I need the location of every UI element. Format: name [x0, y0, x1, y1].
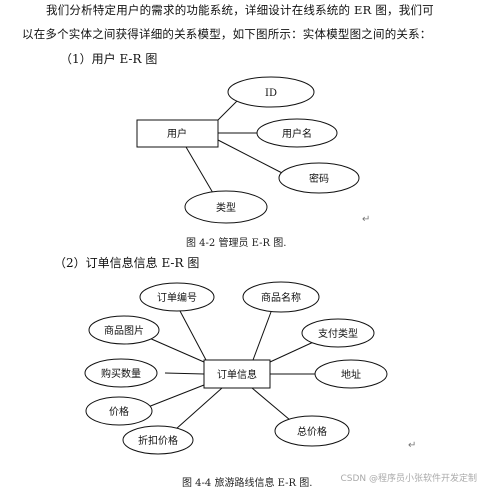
attr-product-image-label: 商品图片 [104, 324, 144, 337]
edge-user-id [217, 100, 238, 121]
attr-payment-type-label: 支付类型 [318, 327, 358, 340]
attr-total-price [274, 415, 350, 447]
edge-order-quantity [164, 372, 205, 375]
section1-heading: （1）用户 E-R 图 [60, 52, 158, 66]
attr-id-label: ID [265, 88, 277, 99]
figure-caption-1: 图 4-2 管理员 E-R 图. [186, 238, 287, 249]
attr-password-label: 密码 [309, 172, 329, 185]
edge-order-total [251, 387, 291, 421]
attr-password [278, 162, 360, 194]
edge-order-discount [175, 387, 223, 430]
section2-heading: （2）订单信息信息 E-R 图 [54, 256, 200, 270]
attr-quantity [84, 358, 158, 388]
order-er-diagram: 订单信息 订单编号 商品名称 商品图片 支付类型 购买数量 地址 价格 折扣价格… [84, 281, 388, 455]
paragraph-mark: ↵ [408, 440, 417, 451]
attr-username-label: 用户名 [282, 127, 312, 140]
intro-line-1: 我们分析特定用户的需求的功能系统，详细设计在线系统的 ER 图，我们可 [46, 3, 434, 17]
entity-user-label: 用户 [167, 127, 187, 140]
attr-quantity-label: 购买数量 [101, 367, 141, 380]
attr-product-name-label: 商品名称 [261, 291, 301, 304]
attr-price [85, 396, 153, 426]
entity-order-label: 订单信息 [217, 368, 257, 381]
entity-order [203, 359, 271, 389]
attr-product-name [242, 281, 320, 313]
attr-order-number [139, 282, 215, 312]
attr-total-price-label: 总价格 [297, 425, 327, 438]
figure-caption-2: 图 4-4 旅游路线信息 E-R 图. [182, 478, 313, 489]
attr-address [314, 359, 388, 389]
watermark: CSDN @程序员小张软件开发定制 [340, 474, 477, 484]
entity-user [136, 119, 219, 148]
attr-discount-price-label: 折扣价格 [138, 434, 178, 447]
edge-order-price [147, 384, 205, 408]
attr-type-label: 类型 [216, 201, 236, 214]
user-er-diagram: 用户 ID 用户名 密码 类型 [136, 76, 360, 224]
attr-price-label: 价格 [109, 405, 129, 418]
attr-address-label: 地址 [341, 368, 361, 381]
intro-line-2: 以在多个实体之间获得详细的关系模型，如下图所示：实体模型图之间的关系： [22, 27, 432, 41]
attr-product-image [88, 315, 160, 345]
attr-type [184, 190, 268, 224]
attr-username [256, 118, 338, 148]
edge-user-type [185, 146, 214, 194]
attr-order-number-label: 订单编号 [157, 291, 197, 304]
attr-id [227, 76, 315, 108]
edge-user-password [217, 139, 287, 176]
edge-order-product-name [252, 311, 272, 361]
attr-discount-price [122, 425, 194, 455]
paragraph-mark: ↵ [362, 214, 371, 225]
edge-order-number [179, 310, 207, 361]
attr-payment-type [301, 318, 375, 348]
